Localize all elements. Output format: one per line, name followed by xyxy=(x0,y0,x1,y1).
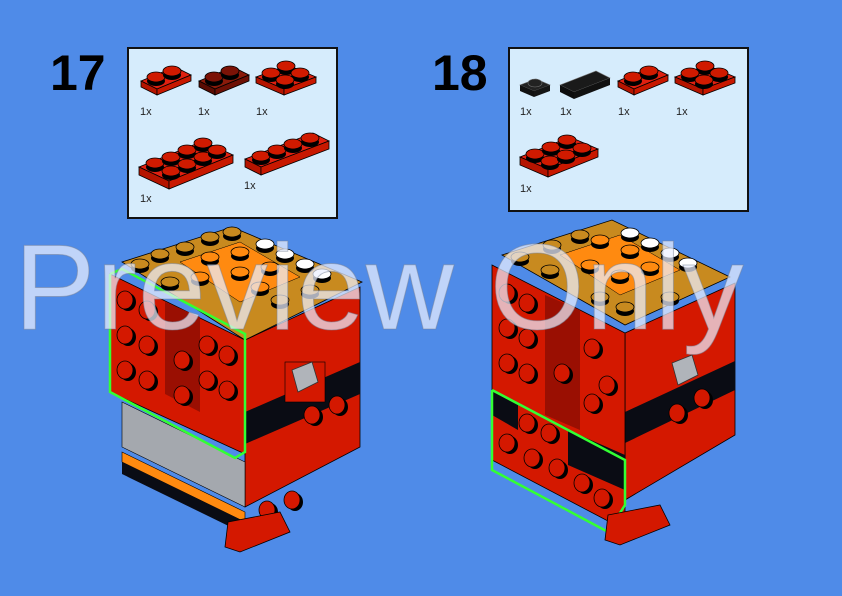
part-tile-1x2-black xyxy=(559,70,611,99)
part-qty: 1x xyxy=(520,183,532,195)
part-qty: 1x xyxy=(676,106,688,118)
part-qty: 1x xyxy=(140,193,152,205)
part-plate-1x2-red xyxy=(140,65,192,96)
part-plate-2x3-red xyxy=(518,134,600,178)
part-plate-1x4-red xyxy=(244,132,330,176)
part-qty: 1x xyxy=(140,106,152,118)
part-plate-1x2-red xyxy=(617,65,669,96)
part-plate-1x2-dark-red xyxy=(198,65,250,96)
part-qty: 1x xyxy=(520,106,532,118)
part-qty: 1x xyxy=(198,106,210,118)
part-qty: 1x xyxy=(244,180,256,192)
part-plate-1x1-round-stud-black xyxy=(519,78,551,97)
part-qty: 1x xyxy=(560,106,572,118)
part-plate-2x2-red xyxy=(673,60,737,96)
step-number: 18 xyxy=(432,45,488,101)
step-number: 17 xyxy=(50,45,106,101)
part-qty: 1x xyxy=(256,106,268,118)
parts-list-box: 1x 1x 1x 1x xyxy=(127,47,338,219)
parts-list-box: 1x 1x 1x 1x xyxy=(508,47,749,212)
model-assembly-step-17 xyxy=(108,226,363,553)
model-assembly-step-18 xyxy=(490,219,736,546)
part-plate-2x4-red xyxy=(137,137,235,190)
part-qty: 1x xyxy=(618,106,630,118)
part-plate-2x2-red xyxy=(254,60,318,96)
